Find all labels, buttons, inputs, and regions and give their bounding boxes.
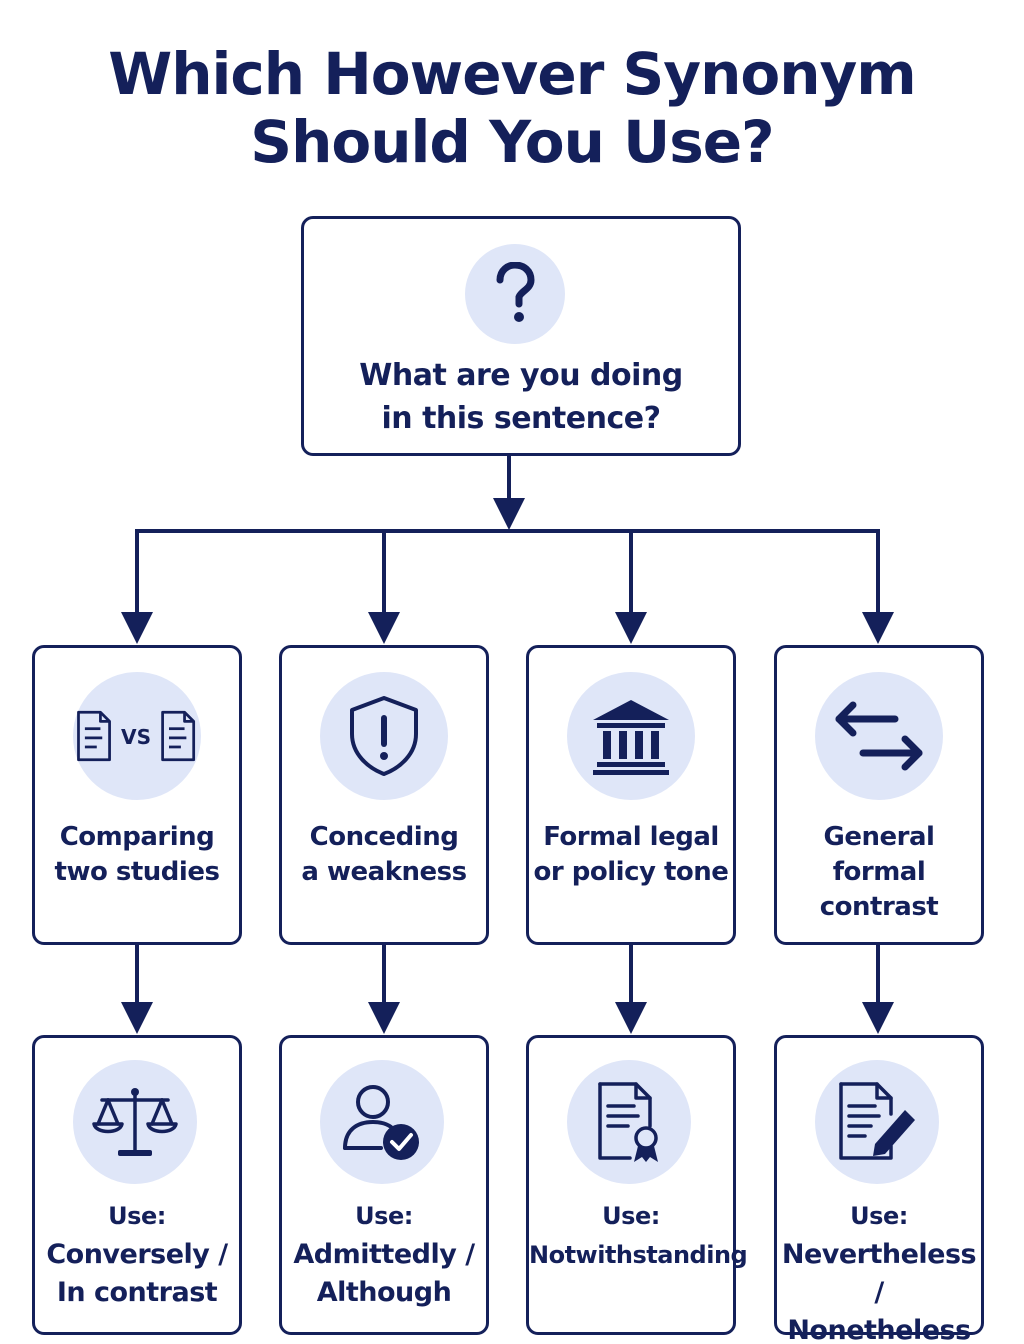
situation-label: Conceding a weakness: [282, 820, 486, 890]
result-box-notwithstanding: Use: Notwithstanding: [526, 1035, 748, 1335]
root-line-2: in this sentence?: [381, 401, 661, 436]
scales-icon: [73, 1060, 197, 1184]
situation-label: Formal legal or policy tone: [529, 820, 733, 890]
branch-bar: [135, 529, 894, 644]
synonym-line: Nevertheless /: [781, 1239, 977, 1308]
situation-label: Comparing two studies: [35, 820, 239, 890]
situation-line: Formal legal: [543, 822, 719, 852]
situation-line: Comparing: [59, 822, 215, 852]
root-question-box: What are you doing in this sentence?: [301, 216, 741, 456]
synonym-line: Conversely /: [46, 1239, 228, 1270]
situation-label: General formal contrast: [777, 820, 981, 925]
page-title: Which However Synonym Should You Use?: [0, 40, 1024, 176]
synonym-label: Conversely / In contrast: [35, 1236, 239, 1312]
root-question-text: What are you doing in this sentence?: [304, 354, 738, 440]
result-box-admittedly: Use: Admittedly / Although: [279, 1035, 489, 1335]
courthouse-icon: [567, 672, 695, 800]
document-vs-document-icon: VS: [73, 672, 201, 800]
situation-line: a weakness: [301, 857, 467, 887]
document-edit-icon: [815, 1060, 939, 1184]
swap-arrows-icon: [815, 672, 943, 800]
result-box-nevertheless: Use: Nevertheless / Nonetheless: [774, 1035, 984, 1344]
synonym-line: Although: [316, 1277, 452, 1308]
user-check-icon: [320, 1060, 444, 1184]
situation-line: formal: [832, 857, 926, 887]
synonym-line: Nonetheless: [787, 1315, 971, 1344]
situation-line: General: [823, 822, 935, 852]
synonym-line: In contrast: [56, 1277, 218, 1308]
situation-box-general-contrast: General formal contrast: [774, 645, 984, 945]
use-label: Use:: [602, 1202, 660, 1230]
shield-alert-icon: [320, 672, 448, 800]
vs-text: VS: [121, 725, 151, 749]
use-label: Use:: [850, 1202, 908, 1230]
situation-line: contrast: [819, 892, 939, 922]
synonym-line: Notwithstanding: [529, 1241, 748, 1269]
use-label: Use:: [108, 1202, 166, 1230]
situation-line: two studies: [54, 857, 220, 887]
title-line-1: Which However Synonym: [108, 40, 917, 108]
title-line-2: Should You Use?: [250, 108, 774, 176]
situation-line: or policy tone: [533, 857, 729, 887]
use-label: Use:: [355, 1202, 413, 1230]
certificate-document-icon: [567, 1060, 691, 1184]
synonym-label: Admittedly / Although: [282, 1236, 486, 1312]
situation-box-comparing: VS Comparing two studies: [32, 645, 242, 945]
situation-line: Conceding: [309, 822, 459, 852]
synonym-label: Nevertheless / Nonetheless: [777, 1236, 981, 1344]
root-line-1: What are you doing: [359, 358, 683, 393]
situation-box-conceding: Conceding a weakness: [279, 645, 489, 945]
result-box-conversely: Use: Conversely / In contrast: [32, 1035, 242, 1335]
synonym-line: Admittedly /: [293, 1239, 475, 1270]
question-mark-icon: [465, 244, 565, 344]
situation-box-formal-legal: Formal legal or policy tone: [526, 645, 736, 945]
synonym-label: Notwithstanding: [529, 1236, 748, 1274]
